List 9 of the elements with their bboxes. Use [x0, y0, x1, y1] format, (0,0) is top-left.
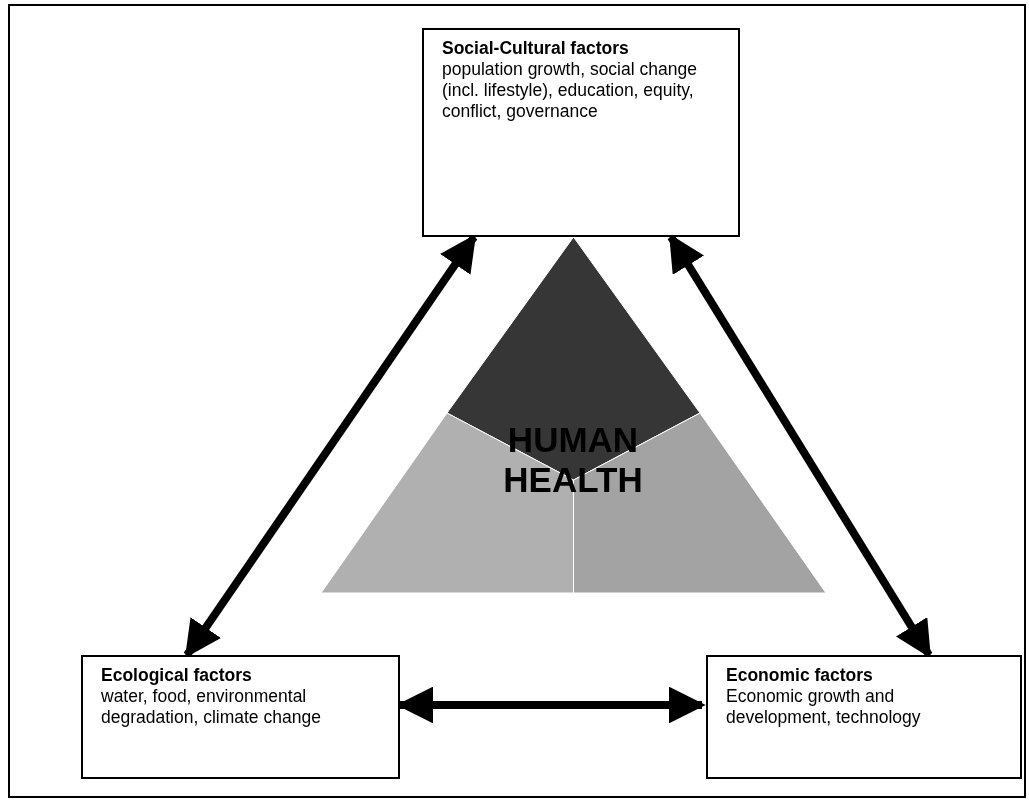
box-description: water, food, environmental degradation, climate change: [101, 686, 322, 728]
factor-box: [422, 28, 740, 237]
box-heading: Ecological factors: [101, 665, 253, 686]
factor-box: [706, 655, 1022, 779]
box-description: population growth, social change (incl. lifestyle), education, equity, conflict, governance: [442, 59, 698, 122]
box-heading: Economic factors: [726, 665, 874, 686]
box-heading: Social-Cultural factors: [442, 38, 630, 59]
box-description: Economic growth and development, technology: [726, 686, 922, 728]
factor-box: [81, 655, 400, 779]
